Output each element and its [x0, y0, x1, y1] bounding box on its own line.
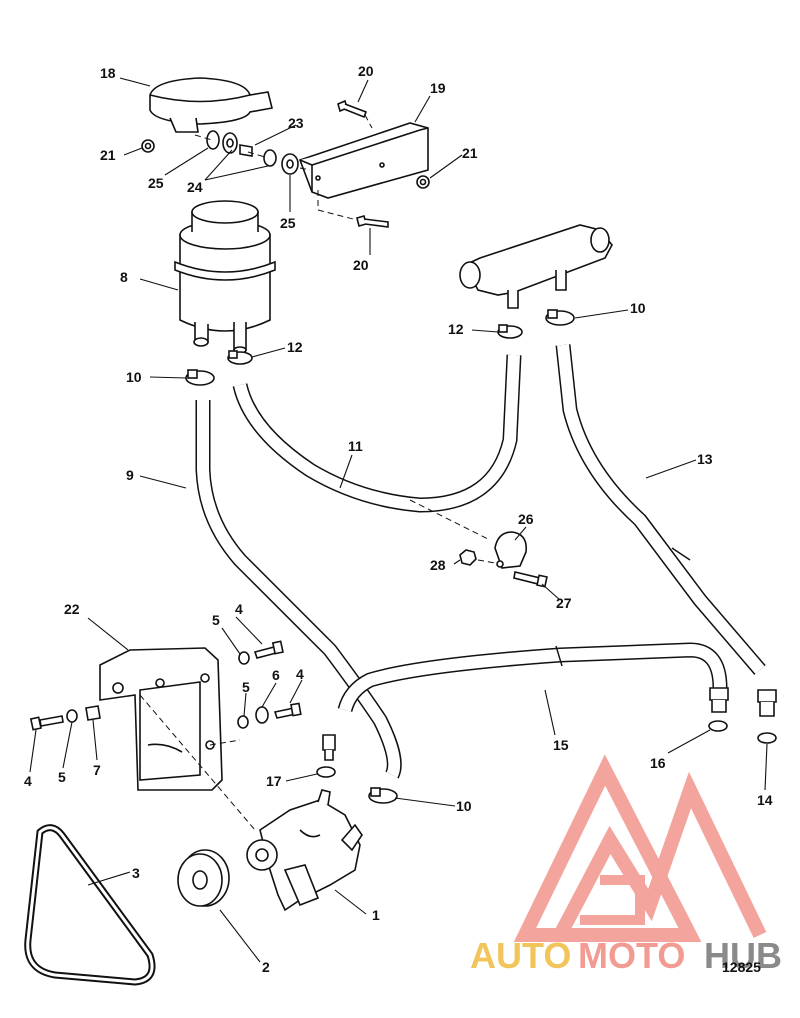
callout-28: 28	[430, 557, 446, 573]
o-ring-17	[316, 766, 336, 778]
nut-left	[141, 139, 155, 153]
mounting-bracket	[298, 122, 429, 199]
callout-23: 23	[288, 115, 304, 131]
bolt-upper	[337, 99, 368, 119]
o-ring-16	[708, 720, 728, 732]
callout-5-left: 5	[58, 769, 66, 785]
callout-17: 17	[266, 773, 282, 789]
clip-bolt	[513, 571, 548, 588]
callout-19: 19	[430, 80, 446, 96]
callout-20-bottom: 20	[353, 257, 369, 273]
callout-4-mid: 4	[296, 666, 304, 682]
clamp-pump	[368, 787, 398, 804]
o-ring-14	[757, 732, 777, 744]
reservoir-bracket	[149, 77, 273, 133]
fitting-left	[709, 687, 729, 713]
bolt-4-left	[29, 715, 64, 731]
washer-5-top	[238, 651, 250, 665]
hose-clip	[494, 531, 528, 569]
fluid-cooler	[459, 224, 613, 309]
washer-5-left	[66, 709, 78, 723]
callout-12-right: 12	[448, 321, 464, 337]
hose-return	[195, 400, 402, 779]
callout-10-right: 10	[630, 300, 646, 316]
clip-nut	[459, 549, 477, 566]
fitting-right	[757, 689, 777, 717]
callout-2: 2	[262, 959, 270, 975]
bolt-lower	[356, 215, 389, 228]
callout-labels: 1 2 3 4 4 4 5 5 5 6 7 8 9 10 10 10 11 12…	[24, 63, 773, 975]
pulley	[177, 849, 230, 907]
callout-12-left: 12	[287, 339, 303, 355]
callout-1: 1	[372, 907, 380, 923]
hose-cooler-supply	[232, 354, 522, 513]
leader-lines	[29, 77, 768, 963]
pressure-fitting	[322, 734, 336, 761]
drive-belt	[24, 824, 156, 986]
bolt-4-top	[253, 640, 284, 659]
callout-25-left: 25	[148, 175, 164, 191]
callout-25-right: 25	[280, 215, 296, 231]
watermark-wordmark: AUTO MOTO HUB	[470, 935, 782, 976]
callout-21-left: 21	[100, 147, 116, 163]
clamp-reservoir-right	[227, 350, 253, 365]
spacer-7	[85, 705, 101, 721]
callout-14: 14	[757, 792, 773, 808]
clamp-reservoir-left	[185, 369, 215, 386]
callout-10-pump: 10	[456, 798, 472, 814]
callout-5-top: 5	[212, 612, 220, 628]
callout-9: 9	[126, 467, 134, 483]
watermark-auto: AUTO	[470, 935, 571, 976]
callout-18: 18	[100, 65, 116, 81]
callout-20-top: 20	[358, 63, 374, 79]
callout-5-mid: 5	[242, 679, 250, 695]
callout-21-right: 21	[462, 145, 478, 161]
callout-27: 27	[556, 595, 572, 611]
callout-4-top: 4	[235, 601, 243, 617]
callout-13: 13	[697, 451, 713, 467]
nut-right	[416, 175, 430, 189]
clamp-cooler-left	[497, 324, 523, 339]
callout-26: 26	[518, 511, 534, 527]
watermark-hub: HUB	[704, 935, 782, 976]
callout-7: 7	[93, 762, 101, 778]
callout-8: 8	[120, 269, 128, 285]
callout-24: 24	[187, 179, 203, 195]
callout-3: 3	[132, 865, 140, 881]
callout-11: 11	[348, 438, 363, 454]
washer-6	[255, 706, 269, 724]
watermark-moto: MOTO	[578, 935, 685, 976]
callout-10-left: 10	[126, 369, 142, 385]
washer-row-1	[206, 130, 253, 157]
callout-15: 15	[553, 737, 569, 753]
washer-row-2	[263, 149, 299, 175]
callout-22: 22	[64, 601, 80, 617]
figure-number: 12825	[722, 959, 761, 975]
watermark-logo	[513, 754, 767, 942]
washer-5-mid	[237, 715, 249, 729]
bolt-4-mid	[273, 702, 302, 719]
callout-6: 6	[272, 667, 280, 683]
callout-16: 16	[650, 755, 666, 771]
clamp-cooler-right	[545, 309, 575, 326]
hose-cooler-return	[555, 344, 766, 675]
callout-4-left: 4	[24, 773, 32, 789]
fluid-reservoir	[174, 200, 276, 354]
power-steering-pump	[246, 789, 363, 912]
hose-pressure	[337, 642, 728, 713]
